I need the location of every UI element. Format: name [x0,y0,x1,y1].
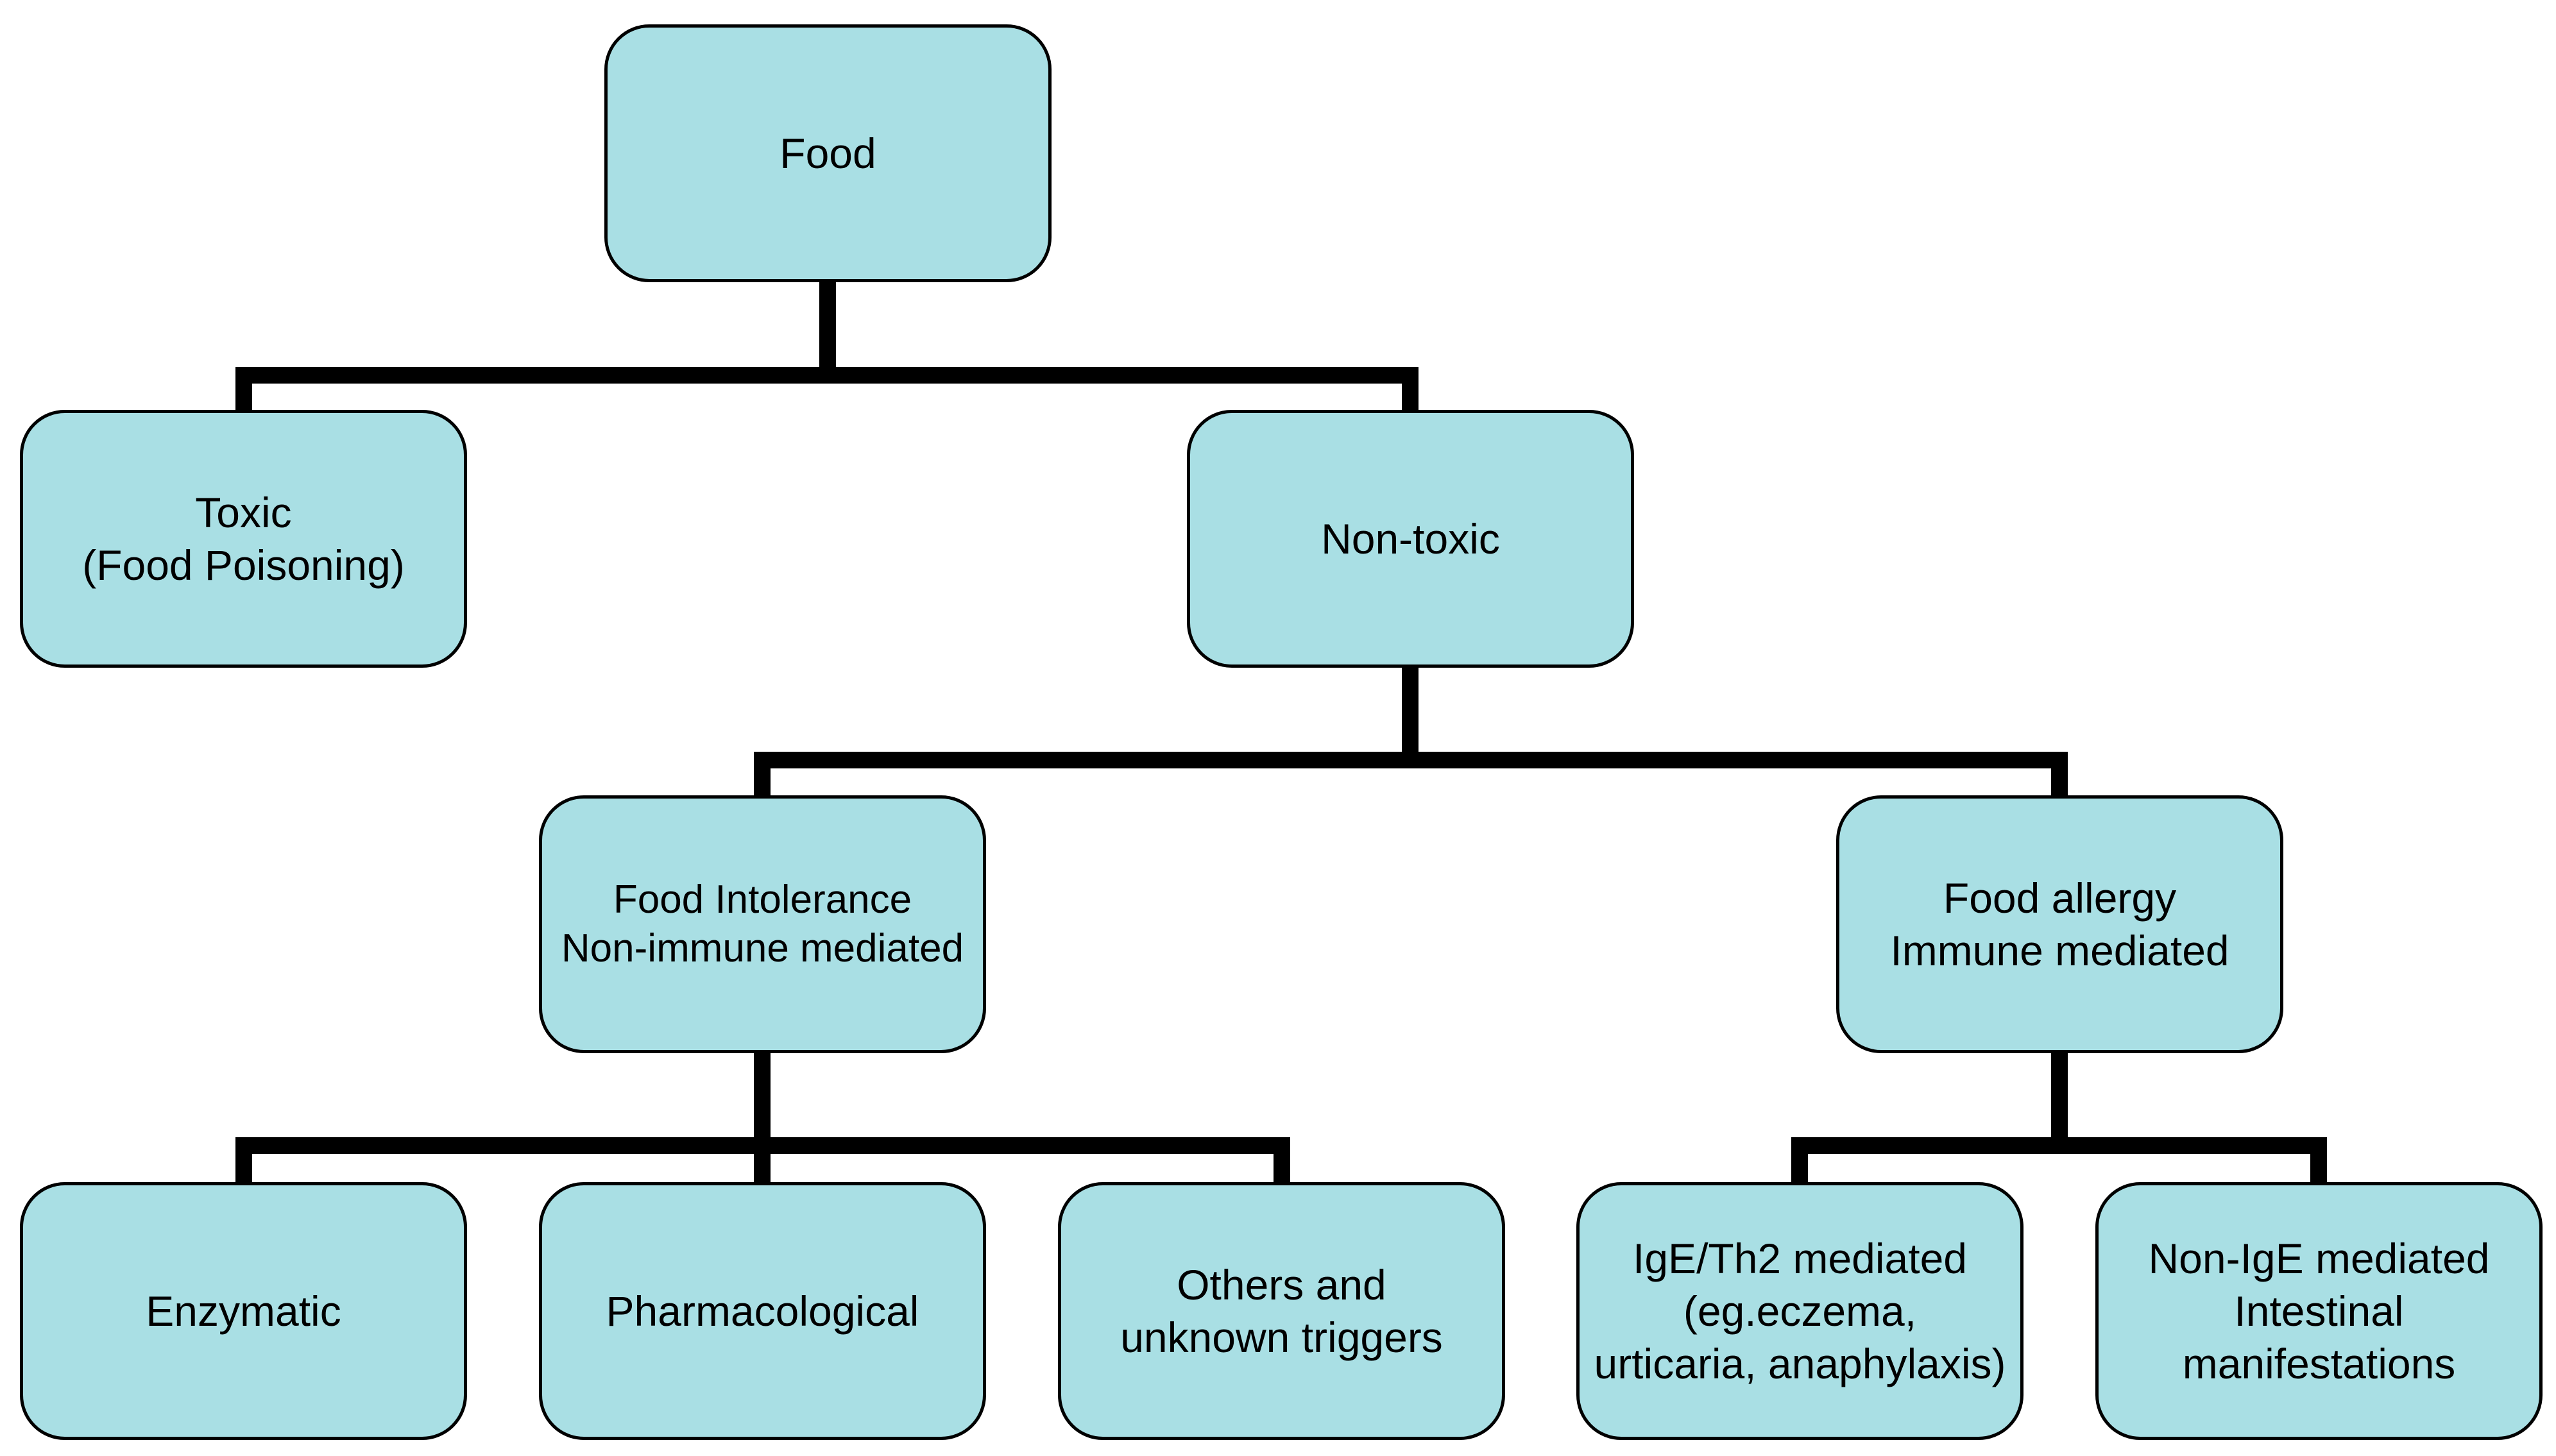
connector-allergy-to-children [1791,1053,2327,1190]
node-non-ige-mediated: Non-IgE mediated Intestinal manifestatio… [2095,1182,2543,1440]
node-others-label: Others and unknown triggers [1120,1258,1443,1364]
node-ige-label: IgE/Th2 mediated (eg.eczema, urticaria, … [1594,1232,2006,1390]
node-others-unknown-triggers: Others and unknown triggers [1058,1182,1505,1440]
node-food-line-1: Food [780,130,876,177]
connector-intolerance-to-children [235,1053,1290,1190]
node-ige-line-3: urticaria, anaphylaxis) [1594,1340,2006,1387]
node-food: Food [604,24,1052,282]
node-food-intolerance: Food Intolerance Non-immune mediated [539,795,986,1053]
node-non-ige-line-1: Non-IgE mediated [2148,1235,2490,1282]
node-food-intolerance-line-1: Food Intolerance [613,877,912,922]
node-non-ige-line-3: manifestations [2182,1340,2456,1387]
node-food-allergy: Food allergy Immune mediated [1836,795,2283,1053]
node-toxic-label: Toxic (Food Poisoning) [82,486,405,591]
node-others-line-1: Others and [1177,1261,1386,1308]
node-toxic-line-2: (Food Poisoning) [82,541,405,589]
node-enzymatic: Enzymatic [20,1182,467,1440]
node-ige-line-2: (eg.eczema, [1683,1287,1917,1335]
node-non-toxic-line-1: Non-toxic [1321,515,1500,563]
node-enzymatic-label: Enzymatic [146,1285,341,1337]
node-ige-th2-mediated: IgE/Th2 mediated (eg.eczema, urticaria, … [1576,1182,2024,1440]
node-ige-line-1: IgE/Th2 mediated [1633,1235,1967,1282]
connector-food-to-toxic-nontoxic [235,282,1419,418]
node-food-label: Food [780,127,876,180]
node-non-toxic-label: Non-toxic [1321,512,1500,565]
node-food-allergy-line-2: Immune mediated [1890,927,2229,974]
node-pharmacological-label: Pharmacological [606,1285,919,1337]
node-food-intolerance-line-2: Non-immune mediated [561,926,964,970]
node-enzymatic-line-1: Enzymatic [146,1287,341,1335]
node-non-ige-line-2: Intestinal [2234,1287,2404,1335]
node-pharmacological-line-1: Pharmacological [606,1287,919,1335]
node-pharmacological: Pharmacological [539,1182,986,1440]
node-others-line-2: unknown triggers [1120,1314,1443,1361]
node-toxic: Toxic (Food Poisoning) [20,410,467,668]
node-food-intolerance-label: Food Intolerance Non-immune mediated [561,876,964,973]
node-toxic-line-1: Toxic [195,489,292,536]
connector-nontoxic-to-intolerance-allergy [754,668,2068,803]
node-food-allergy-line-1: Food allergy [1943,874,2177,922]
node-non-ige-label: Non-IgE mediated Intestinal manifestatio… [2149,1232,2490,1390]
node-food-allergy-label: Food allergy Immune mediated [1890,872,2229,977]
node-non-toxic: Non-toxic [1187,410,1634,668]
